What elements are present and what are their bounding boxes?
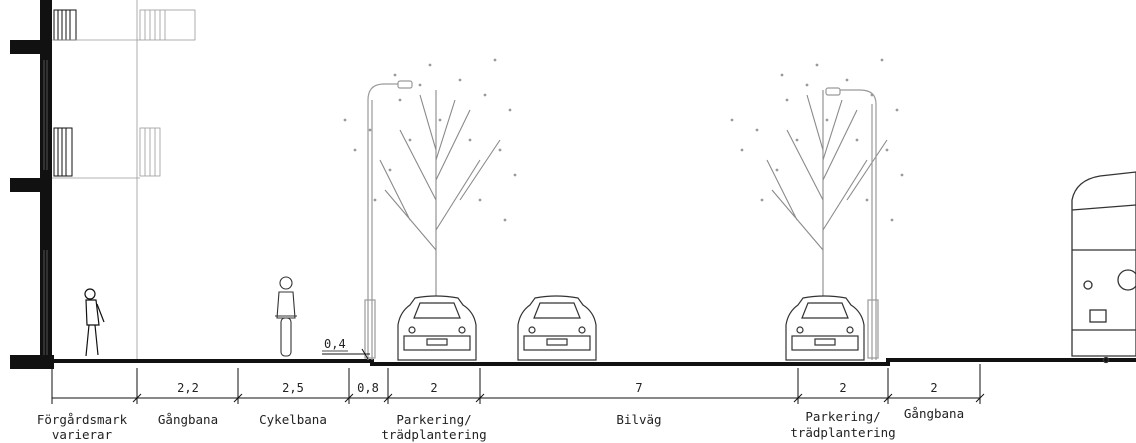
car-parked-left xyxy=(397,295,477,361)
segment-parkering-left: 2 Parkering/ trädplantering xyxy=(381,381,486,442)
car-parked-right xyxy=(785,295,865,361)
dimension-chain xyxy=(51,364,985,404)
ground-line xyxy=(52,358,1136,366)
segment-label-line1: Gångbana xyxy=(158,412,218,427)
curb-height-label: 0,4 xyxy=(324,337,346,351)
segment-width-value: 0,8 xyxy=(357,381,379,395)
pedestrian-figure xyxy=(84,288,105,357)
curb-height-annotation: 0,4 xyxy=(322,337,370,360)
segment-cykelbana: 2,5 Cykelbana xyxy=(259,381,327,427)
segment-forgardsmark: Förgårdsmark varierar xyxy=(37,412,128,442)
segment-label-line2: trädplantering xyxy=(381,427,486,442)
segment-parkering-right: 2 Parkering/ trädplantering xyxy=(790,381,895,440)
segment-width-value: 2,5 xyxy=(282,381,304,395)
segment-width-value: 2,2 xyxy=(177,381,199,395)
segment-label-line1: Cykelbana xyxy=(259,412,327,427)
segment-curb-strip: 0,8 xyxy=(357,381,379,395)
segment-label-line1: Förgårdsmark xyxy=(37,412,128,427)
cyclist-figure xyxy=(275,276,297,357)
segment-gangbana-left: 2,2 Gångbana xyxy=(158,381,218,427)
segment-label-line1: Bilväg xyxy=(616,412,661,427)
segment-label-line1: Parkering/ xyxy=(396,412,471,427)
segment-label-line1: Gångbana xyxy=(904,406,964,421)
tree-left xyxy=(343,58,517,300)
car-driving xyxy=(517,295,597,361)
tree-right xyxy=(730,58,904,300)
segment-gangbana-right: 2 Gångbana xyxy=(904,381,964,421)
segment-width-value: 2 xyxy=(430,381,437,395)
segment-width-value: 2 xyxy=(930,381,937,395)
segment-width-value: 2 xyxy=(839,381,846,395)
segment-width-value: 7 xyxy=(635,381,642,395)
street-lamp-right xyxy=(825,87,879,360)
segment-label-line2: trädplantering xyxy=(790,425,895,440)
segment-label-line1: Parkering/ xyxy=(805,409,880,424)
building-facade xyxy=(10,0,196,369)
tram xyxy=(1071,171,1136,364)
segment-label-line2: varierar xyxy=(52,427,113,442)
street-lamp-left xyxy=(364,80,413,360)
segment-bilvag: 7 Bilväg xyxy=(616,381,661,427)
